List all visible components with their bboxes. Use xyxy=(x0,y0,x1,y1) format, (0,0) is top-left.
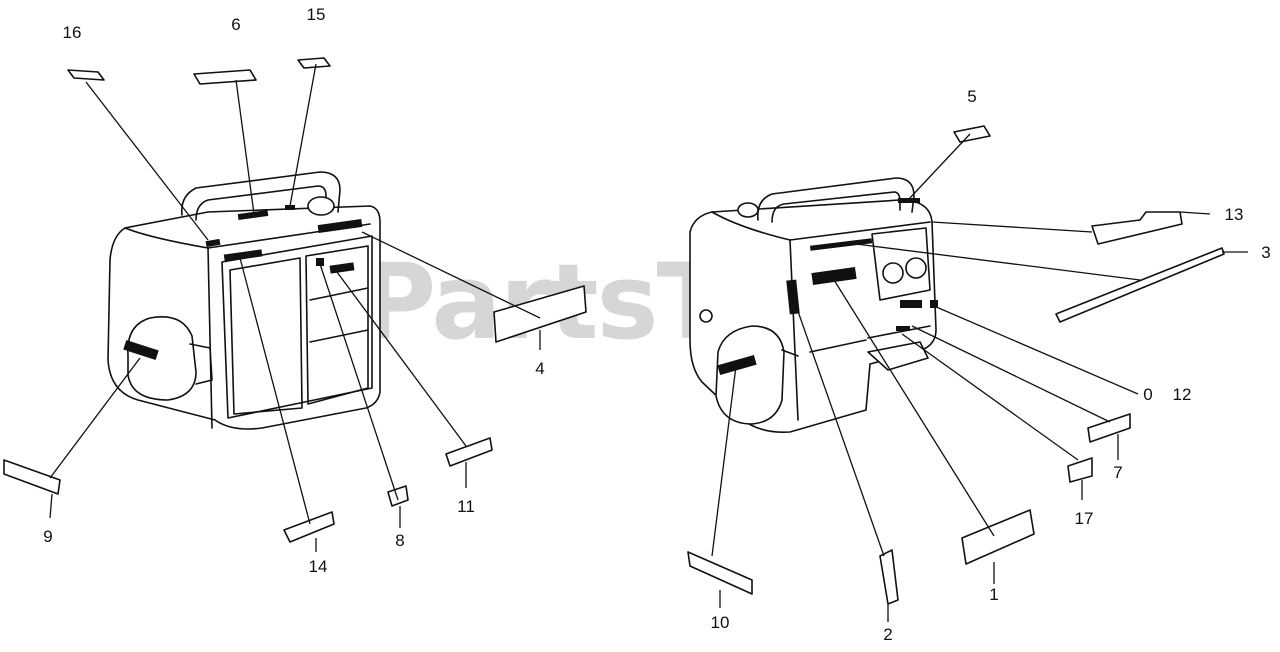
callout-10: 10 xyxy=(711,613,730,632)
callout-2: 2 xyxy=(883,625,892,644)
callout-9: 9 xyxy=(43,527,52,546)
callout-1: 1 xyxy=(989,585,998,604)
callout-12: 12 xyxy=(1173,385,1192,404)
loose-decals xyxy=(3,57,1225,605)
callout-17: 17 xyxy=(1075,509,1094,528)
callout-numbers: 1 2 3 4 5 6 7 8 9 10 11 0 12 13 14 15 16… xyxy=(43,5,1270,644)
generator-right xyxy=(689,177,938,434)
callout-5: 5 xyxy=(967,87,976,106)
callout-6: 6 xyxy=(231,15,240,34)
callout-13: 13 xyxy=(1225,205,1244,224)
callout-3: 3 xyxy=(1261,243,1270,262)
callout-8: 8 xyxy=(395,531,404,550)
callout-15: 15 xyxy=(307,5,326,24)
callout-16: 16 xyxy=(63,23,82,42)
generator-left xyxy=(107,171,381,430)
callout-12-prefix: 0 xyxy=(1143,385,1152,404)
callout-4: 4 xyxy=(535,359,544,378)
callout-11: 11 xyxy=(457,497,475,516)
callout-14: 14 xyxy=(309,557,328,576)
callout-7: 7 xyxy=(1113,463,1122,482)
leader-lines xyxy=(49,63,1248,622)
